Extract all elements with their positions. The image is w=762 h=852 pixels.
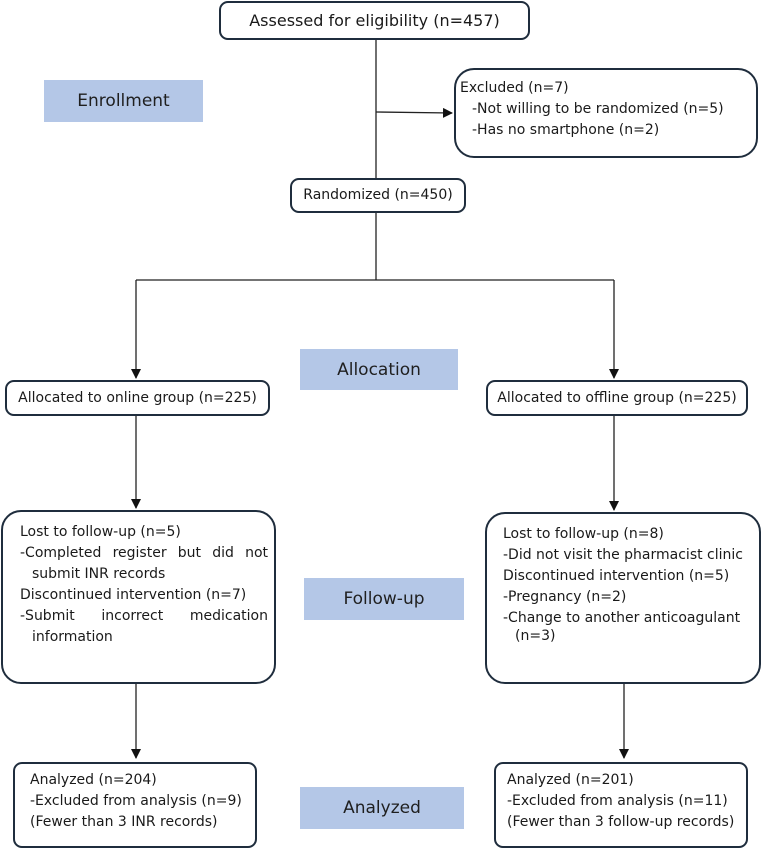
stage-label-analyzed: Analyzed <box>300 787 464 829</box>
stage-label-enrollment-text: Enrollment <box>77 91 170 111</box>
online-followup-box: Lost to follow-up (n=5) -Completed regis… <box>1 510 276 684</box>
excluded-item-1: -Not willing to be randomized (n=5) <box>472 101 724 117</box>
stage-label-allocation-text: Allocation <box>337 359 421 380</box>
arrow-to-excluded <box>375 107 453 118</box>
stage-label-allocation: Allocation <box>300 349 458 390</box>
online-analyzed-box: Analyzed (n=204) -Excluded from analysis… <box>13 762 257 848</box>
offline-analysis-reason: (Fewer than 3 follow-up records) <box>507 814 735 830</box>
offline-followup-box: Lost to follow-up (n=8) -Did not visit t… <box>485 512 761 684</box>
online-lost-reason-line-1: -Completed register but did not <box>20 545 268 561</box>
offline-discontinued-reason-2-count: (n=3) <box>515 628 556 644</box>
online-discontinued-reason-line-1: -Submit incorrect medication <box>20 608 268 624</box>
online-analysis-reason: (Fewer than 3 INR records) <box>30 814 218 830</box>
stage-label-followup: Follow-up <box>304 578 464 620</box>
assessed-text: Assessed for eligibility (n=457) <box>249 11 500 30</box>
offline-discontinued-reason-2: -Change to another anticoagulant <box>503 610 741 626</box>
online-allocated-box: Allocated to online group (n=225) <box>5 380 270 416</box>
randomized-box: Randomized (n=450) <box>290 178 466 213</box>
offline-allocated-box: Allocated to offline group (n=225) <box>486 380 748 416</box>
online-analysis-excluded: -Excluded from analysis (n=9) <box>30 793 242 809</box>
offline-analyzed-box: Analyzed (n=201) -Excluded from analysis… <box>494 762 748 848</box>
online-allocated-text: Allocated to online group (n=225) <box>18 389 257 406</box>
stage-label-followup-text: Follow-up <box>343 589 425 609</box>
randomized-text: Randomized (n=450) <box>303 187 453 203</box>
online-lost-reason-line-2: submit INR records <box>32 566 166 582</box>
online-discontinued-reason-line-2: information <box>32 629 113 645</box>
stage-label-enrollment: Enrollment <box>44 80 203 122</box>
excluded-title: Excluded (n=7) <box>460 80 569 96</box>
offline-analyzed-title: Analyzed (n=201) <box>507 772 634 788</box>
online-analyzed-title: Analyzed (n=204) <box>30 772 157 788</box>
assessed-box: Assessed for eligibility (n=457) <box>219 1 530 40</box>
offline-analysis-excluded: -Excluded from analysis (n=11) <box>507 793 728 809</box>
offline-lost-reason: -Did not visit the pharmacist clinic <box>503 547 743 563</box>
excluded-item-2: -Has no smartphone (n=2) <box>472 122 660 138</box>
offline-allocated-text: Allocated to offline group (n=225) <box>497 389 737 406</box>
stage-label-analyzed-text: Analyzed <box>343 798 421 818</box>
online-lost-title: Lost to follow-up (n=5) <box>20 524 181 540</box>
offline-discontinued-reason-1: -Pregnancy (n=2) <box>503 589 627 605</box>
offline-lost-title: Lost to follow-up (n=8) <box>503 526 664 542</box>
excluded-box: Excluded (n=7) -Not willing to be random… <box>454 68 758 158</box>
online-discontinued-title: Discontinued intervention (n=7) <box>20 587 247 603</box>
offline-discontinued-title: Discontinued intervention (n=5) <box>503 568 730 584</box>
